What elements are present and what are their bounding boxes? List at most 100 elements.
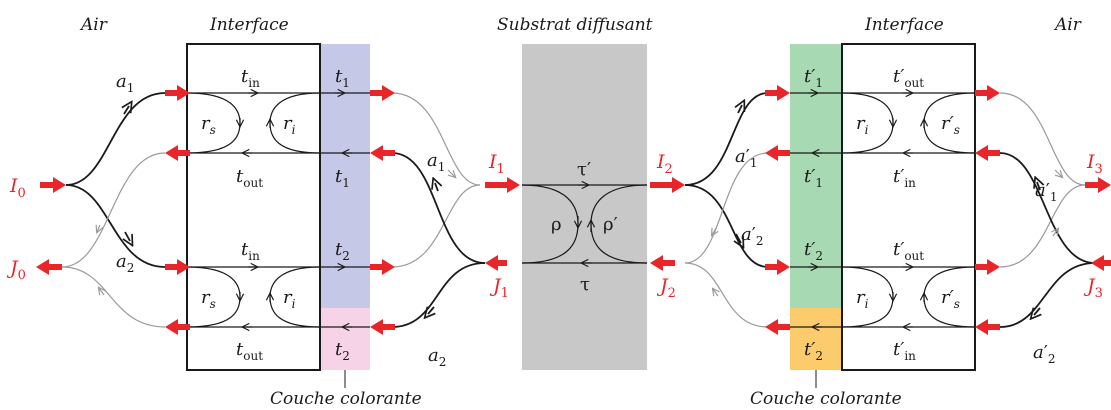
label-rho: ρ: [551, 214, 562, 235]
red-arrow-rlayer-out-top: [765, 145, 790, 161]
red-arrow-I2: [650, 177, 685, 193]
label-a2p-right: a′2: [1033, 342, 1055, 366]
arrowhead: [1037, 182, 1040, 191]
arrowhead: [1054, 169, 1062, 177]
label-J3: J3: [1083, 275, 1103, 301]
label-a1-left: a1: [116, 71, 134, 95]
label-t2p-bottom: t′2: [804, 339, 823, 363]
arrowhead: [1053, 229, 1058, 237]
pink-layer: [320, 308, 370, 370]
path-bottom-to-I1: [391, 184, 481, 268]
path-J1-to-bottom: [391, 262, 486, 328]
label-ri-right-top: ri: [856, 113, 869, 137]
path-I2-to-top: [684, 92, 769, 186]
path-I0-to-top: [65, 92, 166, 186]
path-I0-to-bottom: [65, 184, 166, 268]
path-J0-from-bottom: [61, 266, 166, 328]
arrowhead: [97, 225, 100, 232]
arrowhead: [124, 106, 129, 115]
path-J3-to-top: [999, 152, 1096, 264]
interface-box-right: [841, 43, 976, 371]
red-arrow-rint-out-top: [975, 85, 1000, 101]
arrowhead: [736, 233, 741, 243]
arrowhead: [712, 227, 716, 235]
arrowhead: [738, 105, 742, 114]
label-ri-right-bottom: ri: [856, 287, 869, 311]
arrowhead: [125, 231, 130, 241]
red-arrow-out-top: [165, 145, 190, 161]
arrowhead: [713, 289, 718, 297]
label-ri-top: ri: [283, 113, 296, 137]
label-t1-bottom: t1: [335, 166, 350, 190]
label-ri-bottom: ri: [283, 287, 296, 311]
arrowhead: [428, 306, 434, 314]
label-t1p-top: t′1: [804, 66, 823, 90]
red-arrow-J3: [1091, 255, 1111, 271]
red-arrow-in-top: [165, 85, 190, 101]
label-rs-top: rs: [201, 113, 216, 137]
label-tau-prime: τ′: [577, 159, 591, 180]
red-arrow-rint-in-bottom: [975, 319, 1000, 335]
path-J0-from-top: [61, 152, 166, 268]
label-couche-left: Couche colorante: [270, 389, 422, 409]
arrowhead: [447, 169, 455, 177]
orange-layer: [790, 308, 842, 370]
red-arrow-rint-out-bottom: [975, 259, 1000, 275]
label-couche-right: Couche colorante: [750, 389, 902, 409]
red-arrow-J1: [485, 255, 507, 271]
red-arrow-out-bottom: [165, 319, 190, 335]
red-arrow-rlayer-in-top: [765, 85, 790, 101]
path-J1-to-top: [391, 152, 486, 264]
arrowhead: [435, 183, 438, 192]
label-t2-top: t2: [335, 239, 350, 263]
label-t2-bottom: t2: [335, 339, 350, 363]
path-top-to-I3: [999, 92, 1086, 186]
label-tinp-bottom: t′in: [893, 339, 916, 363]
label-air-left: Air: [79, 15, 108, 35]
label-air-right: Air: [1053, 15, 1082, 35]
label-rho-prime: ρ′: [603, 214, 618, 235]
label-tinp-top: t′in: [893, 166, 916, 190]
red-arrow-J2: [650, 255, 675, 271]
label-t1-top: t1: [335, 66, 350, 90]
label-tout-top: tout: [236, 166, 263, 190]
red-arrow-I3: [1085, 177, 1111, 193]
label-interface-right: Interface: [864, 15, 944, 35]
path-top-to-J2: [684, 152, 769, 264]
label-toutp-top: t′out: [893, 66, 924, 90]
label-a2-mid: a2: [428, 345, 446, 369]
red-arrow-in-bottom: [165, 259, 190, 275]
path-bottom-to-J2: [684, 262, 769, 328]
label-I3: I3: [1086, 151, 1103, 177]
red-arrow-I1: [485, 177, 520, 193]
label-substrate: Substrat diffusant: [497, 15, 653, 35]
path-top-to-I1: [391, 92, 481, 186]
red-arrow-rint-in-top: [975, 145, 1000, 161]
red-arrow-rlayer-out-bottom: [765, 319, 790, 335]
arrowhead: [99, 288, 104, 296]
label-I0: I0: [9, 175, 26, 201]
red-arrow-layer-back-top: [370, 145, 395, 161]
path-bottom-to-I3: [999, 184, 1086, 268]
label-a2p-mid: a′2: [741, 224, 763, 248]
label-J0: J0: [6, 257, 26, 283]
label-J2: J2: [656, 275, 676, 301]
label-a1p-mid: a′1: [735, 146, 757, 170]
label-tin-top: tin: [241, 66, 260, 90]
label-a1p-right: a′1: [1035, 180, 1057, 204]
label-rsp-right-top: r′s: [941, 113, 960, 137]
path-J3-to-bottom: [999, 262, 1096, 328]
arrowhead: [1034, 307, 1040, 315]
label-I1: I1: [488, 151, 505, 177]
red-arrow-layer-bottom: [370, 259, 395, 275]
label-tout-bottom: tout: [236, 339, 263, 363]
label-a1-mid: a1: [427, 150, 445, 174]
label-J1: J1: [489, 275, 509, 301]
label-a2-left: a2: [116, 251, 134, 275]
label-toutp-bottom: t′out: [893, 239, 924, 263]
label-tau: τ: [580, 274, 590, 295]
label-t2p-top: t′2: [804, 239, 823, 263]
label-rs-bottom: rs: [201, 287, 216, 311]
red-arrow-J0: [36, 259, 62, 275]
